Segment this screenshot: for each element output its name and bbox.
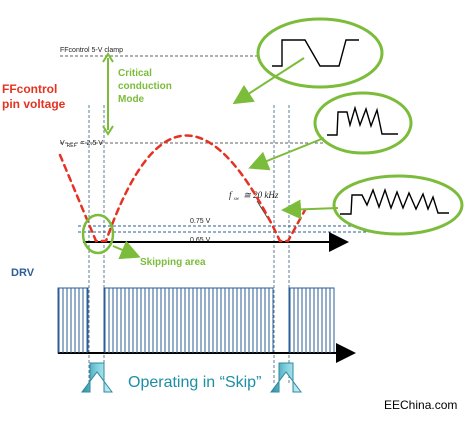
ff-waveform — [58, 134, 307, 243]
critical-label-3: Mode — [118, 94, 145, 105]
up-arrow-right — [270, 362, 302, 393]
fsw-f: f — [229, 190, 233, 200]
bubble-trapezoid — [256, 17, 384, 89]
vref-label: V REF = 2.5 V — [60, 140, 103, 149]
clamp-label: FFcontrol 5-V clamp — [60, 47, 123, 54]
vref-sub: REF — [67, 143, 77, 149]
vref-main: V — [60, 140, 65, 147]
critical-label-1: Critical — [118, 68, 152, 79]
threshold-075-label: 0.75 V — [190, 218, 211, 225]
drv-pulses — [58, 288, 331, 353]
skipping-label: Skipping area — [140, 257, 206, 268]
ring-waveform-wide-icon — [340, 187, 449, 215]
bubble-arrow-1 — [232, 57, 305, 105]
drv-pulses-group-3 — [288, 287, 335, 354]
fsw-value: ≅ 20 kHz — [243, 190, 279, 200]
bubble-arrow-3 — [281, 199, 339, 220]
ffcontrol-label-line2: pin voltage — [2, 97, 66, 111]
vref-value: = 2.5 V — [81, 140, 104, 147]
fsw-label: f sw ≅ 20 kHz — [229, 190, 279, 202]
skipping-circle — [81, 213, 115, 255]
ffcontrol-label-line1: FFcontrol — [2, 82, 57, 96]
up-arrow-left — [81, 362, 113, 393]
bubble-rings-medium — [313, 91, 413, 155]
operating-skip-label: Operating in “Skip” — [128, 374, 261, 391]
bubble-arrow-2 — [248, 137, 325, 171]
threshold-065-label: 0.65 V — [190, 237, 211, 244]
bubble-rings-wide — [332, 174, 464, 236]
drv-label: DRV — [11, 267, 35, 279]
ring-waveform-icon — [327, 105, 398, 136]
critical-arrow-up — [102, 52, 114, 63]
trapezoid-waveform-icon — [272, 39, 359, 67]
critical-arrow-down — [102, 125, 114, 136]
fsw-sub: sw — [234, 197, 240, 202]
critical-label-2: conduction — [118, 81, 172, 92]
skipping-arrow — [112, 240, 141, 260]
watermark-text: EEChina.com — [384, 398, 457, 412]
